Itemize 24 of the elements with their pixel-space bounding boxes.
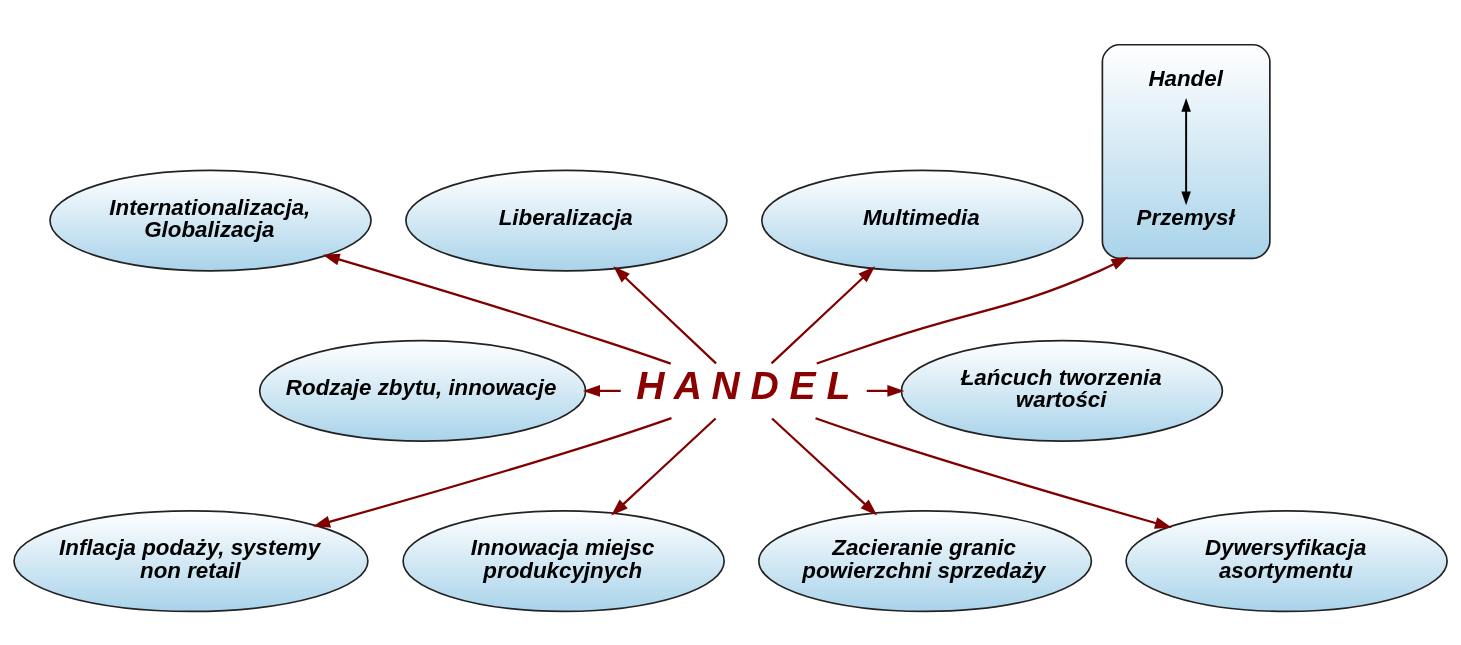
node-ellipse: Innowacja miejsc produkcyjnych bbox=[402, 510, 725, 613]
arrow bbox=[582, 384, 621, 397]
arrow bbox=[613, 266, 717, 365]
arrow bbox=[771, 417, 878, 516]
node-ellipse: Liberalizacja bbox=[405, 169, 728, 272]
node-ellipse: Rodzaje zbytu, innowacje bbox=[258, 339, 587, 442]
node-ellipse: Dywersyfikacja asortymentu bbox=[1125, 510, 1448, 613]
node-ellipse: Multimedia bbox=[761, 169, 1084, 272]
arrow bbox=[815, 417, 1172, 529]
arrow bbox=[313, 417, 672, 528]
arrow bbox=[1181, 98, 1191, 206]
arrow bbox=[611, 417, 717, 516]
arrow bbox=[770, 266, 876, 365]
node-text: Przemysł bbox=[1136, 204, 1235, 230]
arrow bbox=[866, 384, 905, 397]
cluster bbox=[1101, 43, 1271, 260]
node-ellipse: Inflacja podaży, systemy non retail bbox=[13, 510, 369, 613]
node-text: H A N D E L bbox=[636, 364, 851, 408]
node-ellipse: Łańcuch tworzenia wartości bbox=[900, 339, 1224, 442]
node-ellipse: Zacieranie granic powierzchni sprzedaży bbox=[758, 510, 1093, 613]
node-text: Handel bbox=[1148, 66, 1223, 92]
node-ellipse: Internationalizacja, Globalizacja bbox=[49, 169, 372, 272]
arrow bbox=[322, 253, 672, 365]
arrow bbox=[816, 256, 1129, 365]
